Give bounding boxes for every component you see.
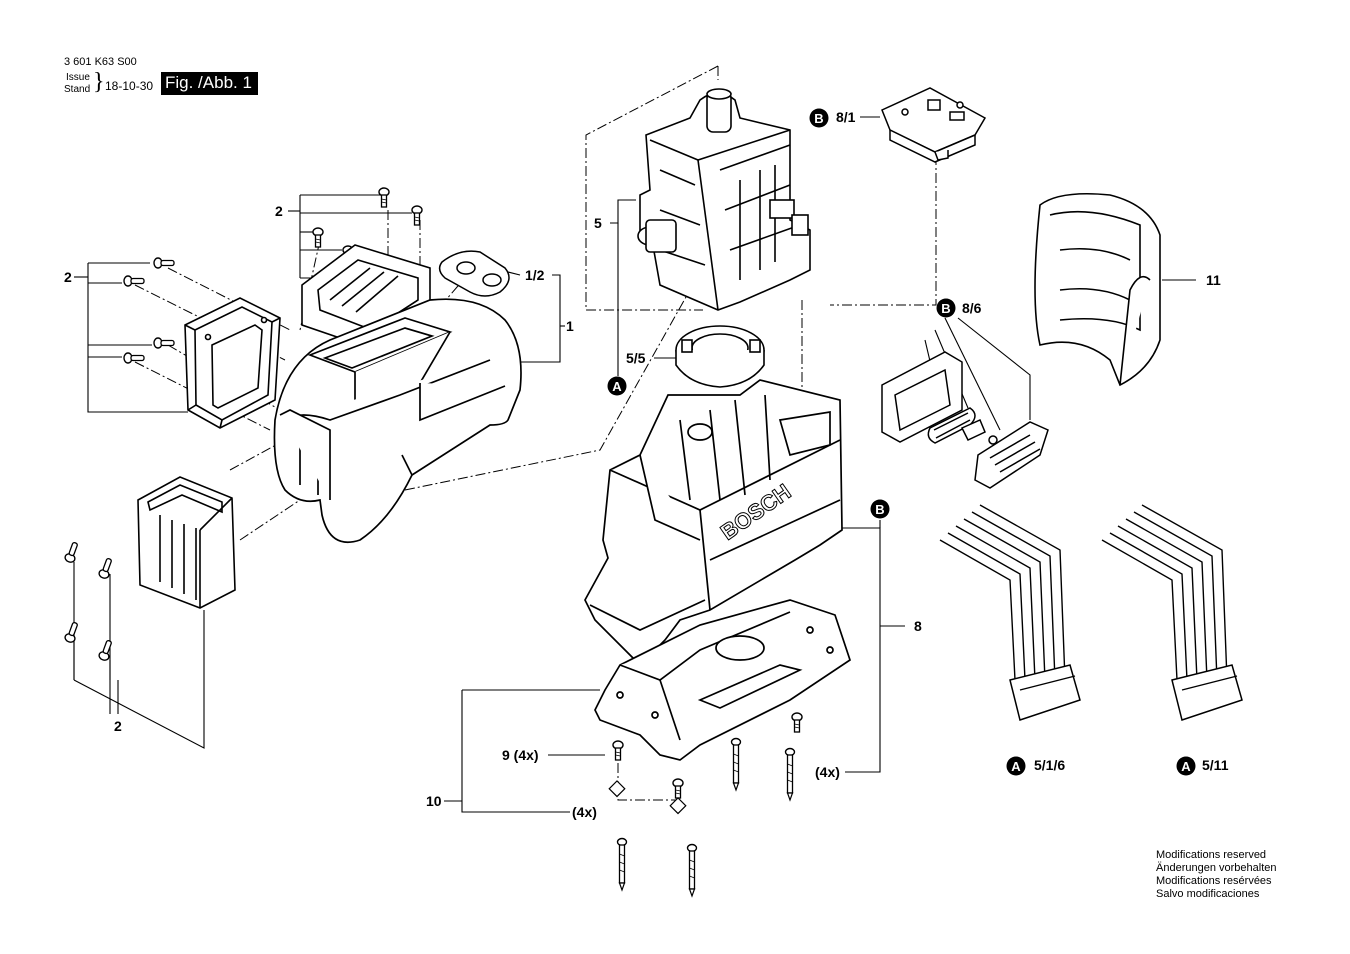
upper-housing-part [273,298,522,544]
callout-1: 1 [566,318,574,334]
footer-line: Salvo modificaciones [1156,888,1260,900]
callout-2-bottom: 2 [114,718,122,734]
leader-lines [73,116,1196,813]
callout-5-11: 5/11 [1202,757,1229,773]
callout-8: 8 [914,618,922,634]
figure-label: Fig. /Abb. 1 [161,72,258,95]
callout-2-top: 2 [275,203,283,219]
callout-2-left: 2 [64,269,72,285]
marker-b-label: B [941,301,950,316]
callout-4x-left: (4x) [572,804,597,820]
callout-4x-right: (4x) [815,764,840,780]
marker-a-label: A [1011,759,1021,774]
window-frame-part [184,297,281,429]
bracket-set-part [881,351,1049,489]
marker-b-label: B [875,502,884,517]
issue-date: 18-10-30 [105,79,154,93]
callout-1-2: 1/2 [525,267,545,283]
screw-set [63,187,803,897]
pcb-board-part [881,87,987,163]
marker-b-label: B [814,111,823,126]
callout-11: 11 [1206,272,1221,288]
callout-8-1: 8/1 [836,109,856,125]
callout-8-6: 8/6 [962,300,982,316]
marker-a-label: A [612,379,622,394]
brace-glyph: } [93,69,105,95]
callout-10: 10 [426,793,442,809]
marker-b-2: B [936,298,956,318]
footer-notes: Modifications reserved Änderungen vorbeh… [1156,849,1276,901]
base-plate-part [594,599,852,761]
callout-5-1-6: 5/1/6 [1034,757,1065,773]
cable-harness-5-1-6 [939,504,1081,721]
marker-a-1: A [607,376,627,396]
callout-5-5: 5/5 [626,350,646,366]
marker-a-3: A [1176,756,1196,776]
footer-line: Modifications reserved [1156,849,1267,861]
marker-b-1: B [809,108,829,128]
marker-a-2: A [1006,756,1026,776]
gasket-plate [438,250,510,297]
lower-housing-part [584,379,843,667]
footer-line: Änderungen vorbehalten [1156,862,1277,874]
part-number: 3 601 K63 S00 [64,56,137,68]
callout-9: 9 (4x) [502,747,539,763]
shell-cover-part [1034,192,1161,387]
marker-a-label: A [1181,759,1191,774]
stand-label: Stand [64,84,91,95]
laser-module-part [637,88,811,311]
lower-cover-part [137,476,236,609]
issue-label: Issue [66,72,90,83]
marker-b-3: B [870,499,890,519]
mount-ring-part [675,325,765,388]
footer-line: Modifications resérvées [1156,875,1272,887]
cable-harness-5-11 [1101,504,1243,721]
callout-5: 5 [594,215,602,231]
